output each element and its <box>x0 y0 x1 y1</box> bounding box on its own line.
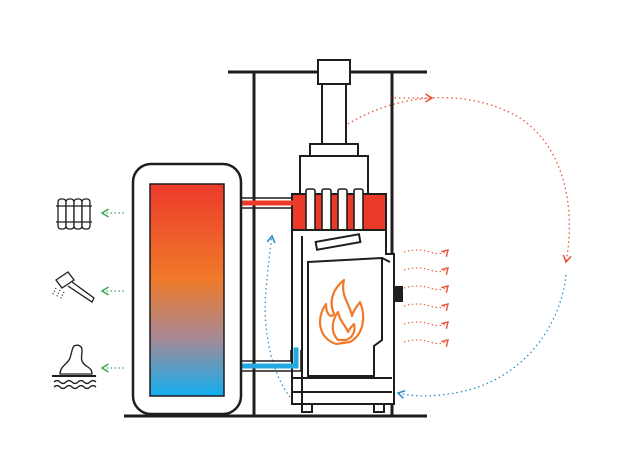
firebox-door <box>307 256 383 377</box>
stove-foot-left <box>301 403 313 413</box>
supply-arrows <box>100 208 124 373</box>
radiated-heat-arrows <box>403 249 449 347</box>
cool-air-rising-arrow <box>264 234 297 405</box>
door-handle <box>393 286 403 302</box>
underfloor-heating-icon <box>52 344 97 390</box>
chimney-flue <box>299 59 369 195</box>
tank-water-gradient <box>149 183 225 397</box>
stove-foot-right <box>373 403 385 413</box>
shower-icon <box>51 271 95 303</box>
convection-loop <box>264 93 572 405</box>
stove-heat-exchanger <box>291 188 387 234</box>
warm-air-rising-arrow <box>347 97 572 264</box>
cool-air-returning-arrow <box>396 274 567 399</box>
return-pipe-cold <box>225 347 299 369</box>
hot-water-storage-tank <box>131 162 243 416</box>
flame-icon <box>318 278 365 346</box>
stove-body <box>291 229 403 413</box>
stove-baffle <box>314 233 362 251</box>
radiator-icon <box>56 198 92 230</box>
